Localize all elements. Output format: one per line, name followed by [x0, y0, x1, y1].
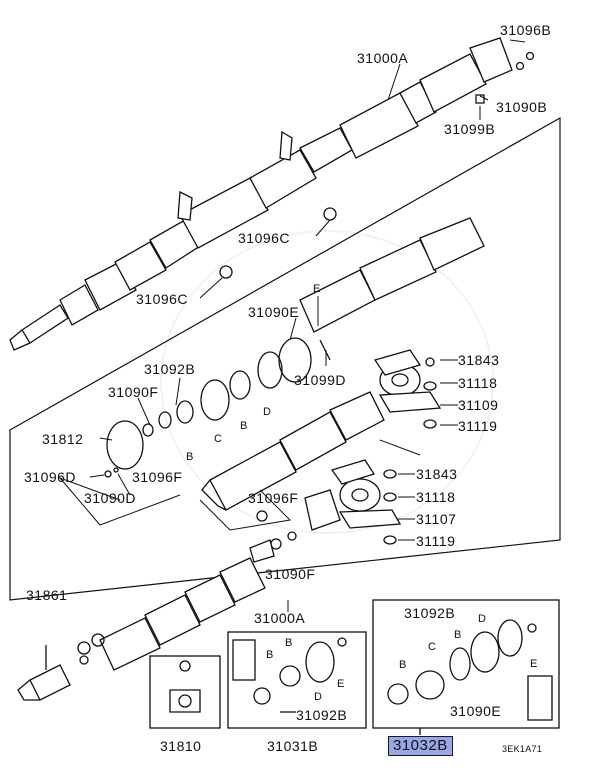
callout-31090B: 31090B [496, 99, 548, 115]
callout-D-1: D [263, 406, 272, 418]
watermark-emblem [160, 230, 494, 534]
kit2-callout-D: D [478, 613, 487, 625]
callout-31096D: 31096D [24, 469, 77, 485]
callout-31119-upper: 31119 [458, 418, 498, 434]
callout-31099D: 31099D [294, 372, 347, 388]
callout-31032B-highlighted[interactable]: 31032B [388, 736, 453, 756]
callout-31843-upper: 31843 [458, 352, 500, 368]
callout-31843-lower: 31843 [416, 466, 458, 482]
propeller-shaft-middle [104, 217, 485, 478]
callout-31096B: 31096B [500, 22, 552, 38]
callout-31092B-upper: 31092B [144, 361, 196, 377]
callout-31000A-top: 31000A [357, 50, 409, 66]
callout-31810: 31810 [160, 738, 202, 754]
callout-B-1: B [186, 451, 194, 463]
kit-box-31810 [149, 655, 221, 729]
diagram-reference-code: 3EK1A71 [502, 744, 543, 754]
kit2-callout-B-2: B [454, 629, 462, 641]
propeller-shaft-top [9, 37, 535, 351]
kit-callout-B-1: B [266, 649, 274, 661]
callout-E-upper: E [313, 283, 321, 295]
callout-31096C-lower: 31096C [136, 291, 189, 307]
kit2-callout-E: E [530, 658, 538, 670]
kit-callout-B-2: B [285, 637, 293, 649]
kit-callout-E: E [337, 678, 345, 690]
callout-31090E: 31090E [248, 304, 300, 320]
callout-31812: 31812 [42, 431, 84, 447]
callout-31096F-upper: 31096F [132, 469, 183, 485]
callout-31096C-upper: 31096C [238, 230, 291, 246]
center-bearing-lower [304, 459, 402, 545]
exploded-panel-outline [9, 116, 561, 601]
callout-31090D: 31090D [84, 490, 137, 506]
kit2-callout-C: C [428, 641, 437, 653]
callout-B-2: B [240, 420, 248, 432]
kit-callout-D: D [314, 691, 323, 703]
callout-31099B: 31099B [444, 121, 496, 137]
callout-31109: 31109 [458, 397, 499, 413]
callout-31090F-lower: 31090F [265, 566, 316, 582]
kit-box-31032B [372, 599, 560, 729]
callout-31090E-kit: 31090E [450, 703, 502, 719]
kit2-callout-31092B: 31092B [404, 605, 456, 621]
callout-31031B: 31031B [267, 738, 319, 754]
callout-31861: 31861 [26, 587, 68, 603]
propeller-shaft-lower [201, 391, 385, 511]
callout-31096F-lower: 31096F [248, 490, 299, 506]
callout-31092B-kit: 31092B [296, 707, 348, 723]
callout-31000A-bottom: 31000A [254, 610, 306, 626]
kit-box-31031B [227, 631, 367, 729]
kit2-callout-B-1: B [399, 659, 407, 671]
callout-31107: 31107 [416, 511, 457, 527]
propeller-shaft-bottom [17, 557, 266, 701]
callout-31118-upper: 31118 [458, 375, 498, 391]
callout-31119-lower: 31119 [416, 533, 456, 549]
callout-31118-lower: 31118 [416, 489, 456, 505]
callout-31090F-upper: 31090F [108, 384, 159, 400]
callout-C-1: C [214, 433, 223, 445]
center-bearing-upper [373, 349, 442, 429]
